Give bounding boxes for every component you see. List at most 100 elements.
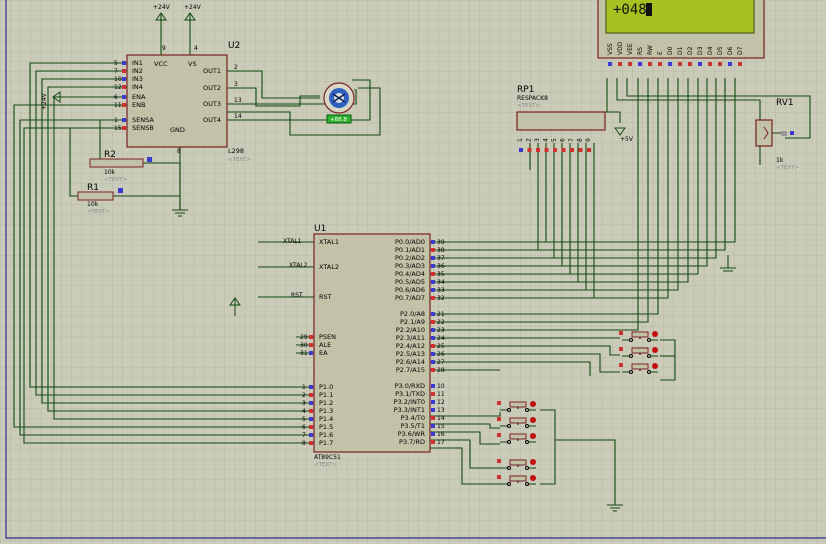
u1-pin-label: P1.2 xyxy=(319,399,333,407)
u2-pin-label: ENA xyxy=(132,93,146,101)
pin-state xyxy=(309,409,313,413)
u2-pin-label: SENSB xyxy=(132,124,154,132)
u1-pin-label: P2.5/A13 xyxy=(396,350,425,358)
u1-pin-label: P1.0 xyxy=(319,383,333,391)
pin-state xyxy=(431,424,435,428)
u1-pin-num: 31 xyxy=(300,350,308,357)
resistor-r2[interactable]: R2 10k <TEXT> xyxy=(89,150,152,183)
push-button[interactable] xyxy=(497,475,536,486)
u1-pin-label: P1.6 xyxy=(319,431,333,439)
lcd-pin-label: D3 xyxy=(697,46,704,55)
push-button[interactable] xyxy=(497,459,536,470)
push-button[interactable] xyxy=(497,417,536,428)
pin-state xyxy=(431,280,435,284)
svg-text:XTAL2: XTAL2 xyxy=(289,262,308,269)
rp1-pin-num: 9 xyxy=(585,138,592,142)
push-button[interactable] xyxy=(619,331,658,342)
pin-state xyxy=(618,62,622,66)
svg-text:RV1: RV1 xyxy=(776,98,794,108)
pin-state xyxy=(738,62,742,66)
ground-symbol-l298 xyxy=(172,209,188,217)
u2-vs-label: VS xyxy=(188,60,197,68)
at89c51-chip[interactable]: U1 AT89C51 <TEXT> XTAL1 XTAL2 RST XTAL1X… xyxy=(283,224,445,468)
push-button[interactable] xyxy=(619,347,658,358)
rp1-pin-num: 6 xyxy=(560,138,567,142)
u1-pin-num: 12 xyxy=(437,399,445,406)
potentiometer-rv1[interactable]: RV1 1k <TEXT> xyxy=(755,98,799,171)
u1-pin-label: P2.6/A14 xyxy=(396,358,425,366)
push-button[interactable] xyxy=(619,363,658,374)
u2-pin-label: SENSA xyxy=(132,116,154,124)
pin-state xyxy=(431,288,435,292)
svg-text:10k: 10k xyxy=(87,201,99,208)
push-button[interactable] xyxy=(497,401,536,412)
u1-pin-label: P3.6/WR xyxy=(398,430,426,438)
pin-state xyxy=(309,385,313,389)
u1-name: AT89C51 xyxy=(314,454,341,461)
rp1-pin-num: 4 xyxy=(543,138,550,142)
u1-pin-num: 30 xyxy=(300,342,308,349)
lcd-pin-label: D7 xyxy=(737,46,744,55)
push-buttons[interactable] xyxy=(497,331,658,486)
u2-pin-num: 7 xyxy=(114,68,118,75)
u2-vcc-label: VCC xyxy=(154,60,168,68)
u1-pin-num: 24 xyxy=(437,335,445,342)
pin-state xyxy=(431,384,435,388)
pin-state xyxy=(553,148,557,152)
lcd-pin-label: VSS xyxy=(607,43,614,55)
u2-pin-num: 2 xyxy=(234,64,238,71)
u2-text: <TEXT> xyxy=(228,157,251,163)
u1-pin-label: P1.3 xyxy=(319,407,333,415)
u1-pin-label: XTAL1 xyxy=(319,238,339,246)
pin-state xyxy=(578,148,583,152)
push-button[interactable] xyxy=(497,433,536,444)
u1-pin-num: 5 xyxy=(302,416,306,423)
power-symbol-center xyxy=(229,297,241,316)
pin-state xyxy=(431,432,435,436)
pin-state xyxy=(309,425,313,429)
lcd-pin-label: D4 xyxy=(707,46,714,55)
pin-state xyxy=(648,62,652,66)
pin-state xyxy=(728,62,732,66)
u1-pin-label: RST xyxy=(319,293,332,301)
u2-pin-num: 10 xyxy=(114,76,122,83)
u1-pin-num: 25 xyxy=(437,343,445,350)
u1-pin-label: P2.7/A15 xyxy=(396,366,425,374)
ground-symbol-lcd xyxy=(720,267,736,272)
u1-pin-label: P0.7/AD7 xyxy=(395,294,425,302)
pin-state xyxy=(122,103,126,107)
power-symbol-24v-a: +24V xyxy=(153,4,171,21)
resistor-r1[interactable]: R1 10k <TEXT> xyxy=(77,183,123,215)
u1-pin-num: 1 xyxy=(302,384,306,391)
u1-pin-num: 28 xyxy=(437,367,445,374)
u2-pin-label: IN1 xyxy=(132,59,143,67)
rp1-pin-num: 2 xyxy=(526,138,533,142)
svg-text:RST: RST xyxy=(291,292,303,299)
svg-text:<TEXT>: <TEXT> xyxy=(104,177,127,183)
pin-state xyxy=(668,62,672,66)
stepper-motor[interactable]: +88.8 xyxy=(323,82,355,124)
u1-pin-num: 37 xyxy=(437,255,445,262)
motor-display: +88.8 xyxy=(330,117,347,123)
u1-pin-label: P3.1/TXD xyxy=(395,390,425,398)
u1-pin-label: P3.4/T0 xyxy=(400,414,425,422)
pin-state xyxy=(688,62,692,66)
pin-state xyxy=(678,62,682,66)
u1-pin-num: 27 xyxy=(437,359,445,366)
power-symbol-24v-c: +24V xyxy=(41,91,61,110)
u2-pin-num: 15 xyxy=(114,125,122,132)
u1-ref: U1 xyxy=(314,224,326,234)
u1-pin-label: P0.6/AD6 xyxy=(395,286,425,294)
u2-pin-num: 3 xyxy=(234,81,238,88)
pin-state xyxy=(309,417,313,421)
u2-pin-num: 11 xyxy=(114,102,122,109)
rp1-pin-num: 8 xyxy=(577,138,584,142)
u1-pin-num: 22 xyxy=(437,319,445,326)
pin-state xyxy=(527,148,532,152)
pin-state xyxy=(309,335,313,339)
u1-pin-num: 33 xyxy=(437,287,445,294)
